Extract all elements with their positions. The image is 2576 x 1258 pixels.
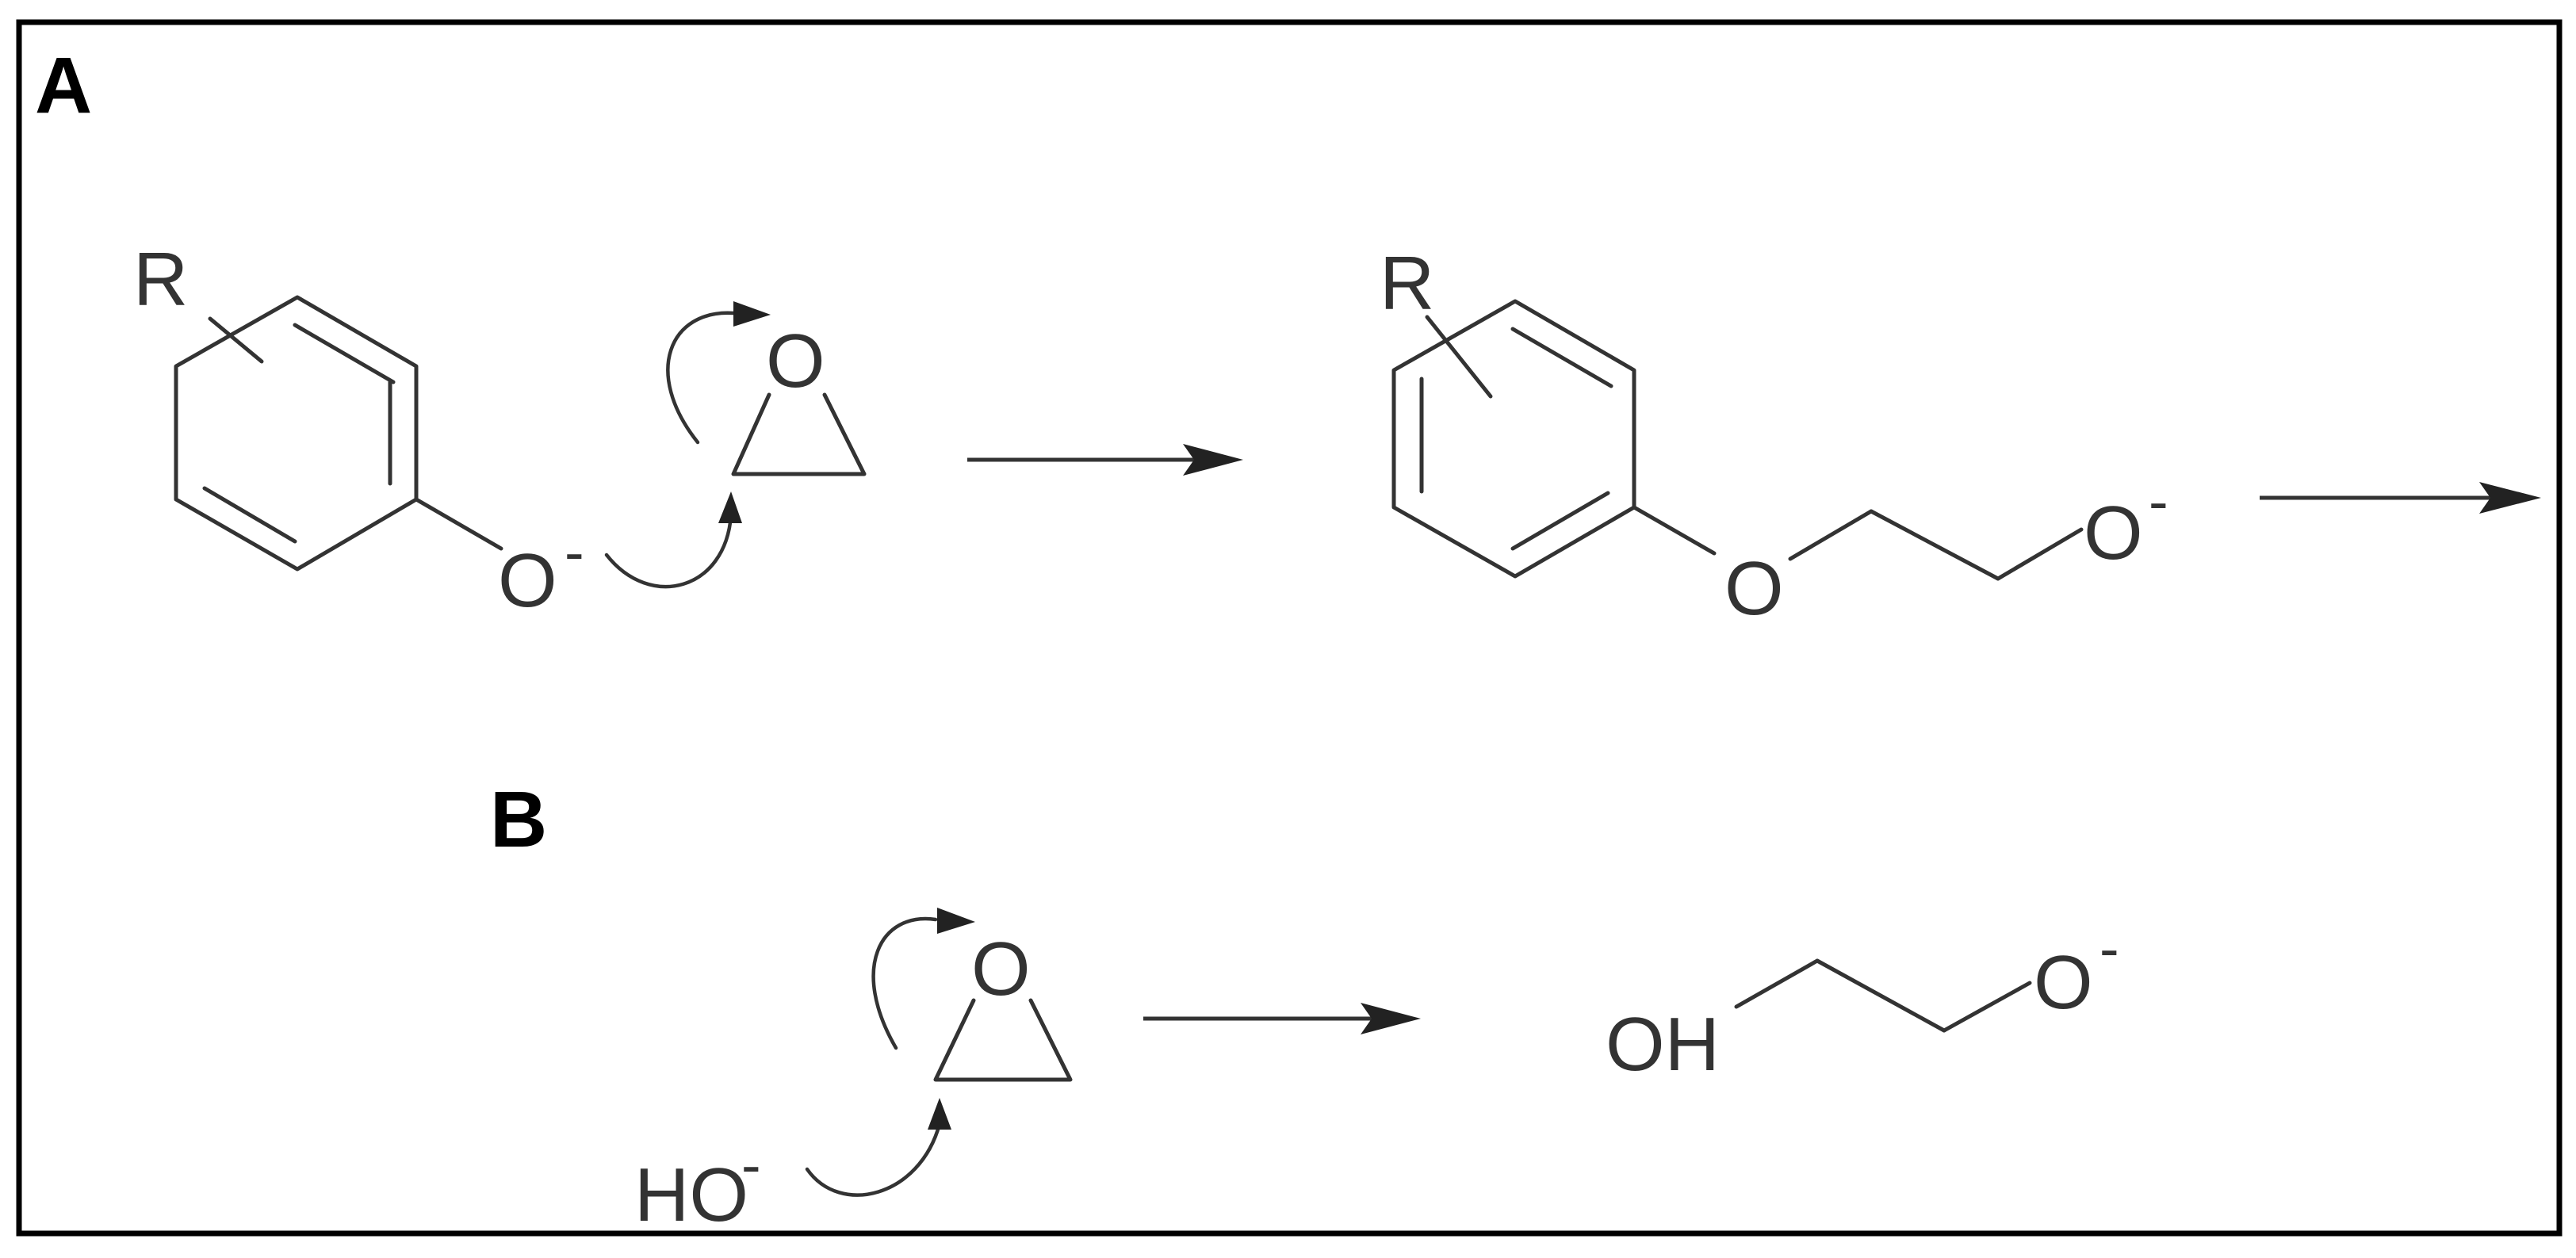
- product-ether-bond-1: [1632, 505, 1717, 556]
- epoxide-molecule-b: O: [933, 927, 1073, 1082]
- hydroxyethoxide-bond-2: [1815, 958, 1946, 1033]
- epoxide-a-ring: [731, 392, 867, 476]
- product-alkoxide-charge-label: -: [2149, 468, 2168, 534]
- epoxide-b-ring: [933, 998, 1073, 1082]
- hydroxyethoxide-molecule: OH O -: [1606, 916, 2119, 1087]
- hydroxide-ion: HO -: [634, 1132, 761, 1237]
- phenoxide-inner-bond-1: [293, 323, 396, 384]
- phenoxide-o-bond: [414, 497, 503, 551]
- hydroxyethoxide-bond-1: [1734, 958, 1820, 1009]
- figure-border: [16, 19, 2563, 1237]
- electron-arrowhead-oxygen-a: [733, 301, 771, 327]
- reaction-arrow-3-head: [1361, 1003, 1421, 1034]
- epoxide-molecule-a: O: [731, 319, 867, 476]
- electron-arrow-bond-to-oxygen: [666, 311, 736, 445]
- phenoxide-r-bond: [208, 316, 264, 364]
- electron-arrow-phenoxide-to-carbon: [604, 513, 733, 589]
- electron-arrowhead-oxygen-b: [937, 908, 975, 934]
- epoxide-b-oxygen-label: O: [971, 927, 1031, 1011]
- product-r-label: R: [1380, 241, 1434, 326]
- product-inner-bond-3: [1510, 491, 1610, 551]
- product-r-bond: [1425, 315, 1493, 399]
- hydroxyethoxide-oxygen-label: O: [2034, 940, 2093, 1025]
- phenoxide-inner-bond-3: [202, 486, 297, 544]
- electron-arrow-hydroxide-to-carbon: [805, 1122, 942, 1197]
- product-ether-oxygen-label: O: [1724, 546, 1784, 631]
- reaction-arrow-1-head: [1183, 444, 1243, 476]
- product-alkoxide-oxygen-label: O: [2084, 491, 2143, 575]
- panel-label-b: B: [490, 775, 547, 864]
- product-chain-bond: [1869, 509, 2000, 581]
- phenoxide-charge-label: -: [565, 519, 584, 585]
- product-alkoxide-bond: [1996, 527, 2084, 581]
- electron-arrow-bond-to-oxygen-b: [871, 916, 938, 1050]
- phenoxide-r-label: R: [133, 237, 188, 322]
- phenoxide-molecule: R O -: [133, 237, 584, 623]
- epoxide-a-oxygen-label: O: [766, 319, 825, 403]
- panel-label-a: A: [35, 41, 92, 130]
- aryloxy-ethoxide-molecule: R O O -: [1380, 241, 2168, 631]
- product-ether-bond-2: [1788, 509, 1874, 561]
- hydroxide-label: HO: [634, 1153, 748, 1237]
- hydroxyethoxide-charge-label: -: [2099, 916, 2119, 981]
- hydroxyethoxide-bond-3: [1942, 981, 2032, 1033]
- hydroxide-charge-label: -: [741, 1132, 761, 1198]
- electron-arrowhead-hydroxide: [928, 1098, 951, 1130]
- product-benzene-ring: [1391, 299, 1636, 579]
- reaction-arrow-2-head: [2479, 482, 2541, 514]
- electron-arrowhead-phenoxide: [718, 491, 742, 523]
- product-inner-bond-1: [1510, 327, 1613, 388]
- hydroxyl-label: OH: [1606, 1002, 1720, 1087]
- phenoxide-benzene-ring: [174, 295, 419, 572]
- phenoxide-oxygen-label: O: [498, 538, 557, 623]
